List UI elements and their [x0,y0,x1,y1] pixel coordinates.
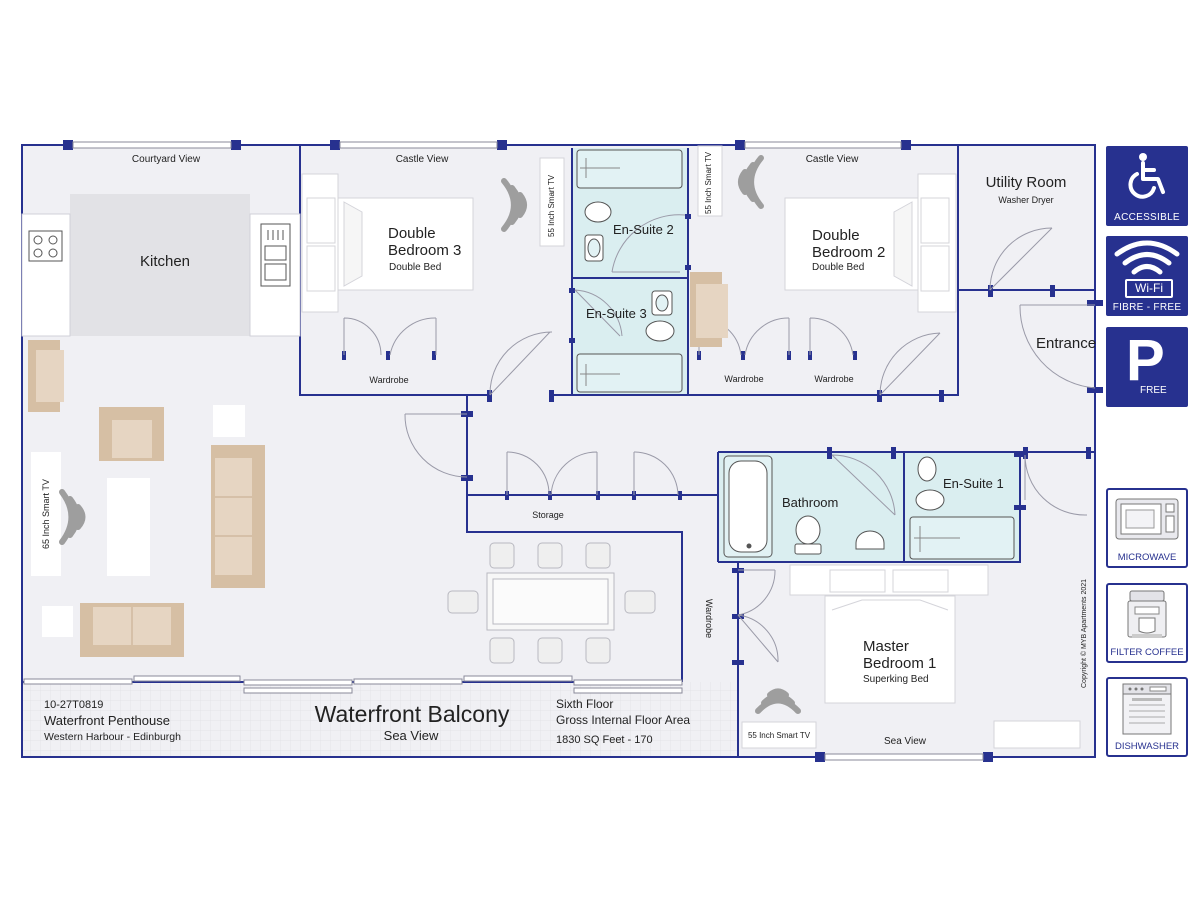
parking-caption: FREE [1140,385,1167,396]
bathroom-fixtures [723,455,1015,560]
ensuite-1-label: En-Suite 1 [943,476,1004,491]
filter-coffee-caption: FILTER COFFEE [1110,647,1184,658]
lounge-furniture [28,340,265,657]
bedroom-3-furniture [301,157,565,313]
floor-area-value: 1830 SQ Feet - 170 [556,734,653,746]
double-bedroom-3-bed-label: Double Bed [389,262,442,273]
entrance-label: Entrance [1036,335,1097,352]
tv-lounge-label: 65 Inch Smart TV [41,479,51,549]
balcony-label: Waterfront Balcony [314,701,510,727]
wifi-caption: FIBRE - FREE [1112,302,1182,313]
dining-table [447,542,656,664]
sea-view-label: Sea View [883,736,927,747]
double-bedroom-3-label: Double Bedroom 3 [388,225,462,260]
dishwasher-icon [1122,683,1172,735]
dishwasher-caption: DISHWASHER [1114,741,1180,752]
storage-label: Storage [532,510,564,520]
castle-view-left-label: Castle View [395,154,449,165]
kitchen-label: Kitchen [139,253,191,270]
signal-icon [59,155,801,714]
master-bed-label: Superking Bed [863,674,929,685]
floor-area-label: Gross Internal Floor Area [556,713,691,727]
wardrobe-label-bedroom-2-a: Wardrobe [724,374,764,384]
dishwasher-amenity: DISHWASHER [1106,677,1188,757]
double-bedroom-2-bed-label: Double Bed [812,262,865,273]
coffee-machine-icon [1127,590,1167,638]
accessible-caption: ACCESSIBLE [1114,212,1180,223]
master-bedroom-label: Master Bedroom 1 [863,638,937,673]
master-bedroom-furniture [741,564,1081,749]
floor-label: Sixth Floor [556,697,614,711]
wifi-badge: Wi-Fi FIBRE - FREE [1106,236,1188,316]
microwave-amenity: MICROWAVE [1106,488,1188,568]
accessible-badge: ACCESSIBLE [1106,146,1188,226]
microwave-icon [1115,498,1179,540]
washer-dryer-label: Washer Dryer [998,195,1054,205]
bedroom-2-furniture [690,173,957,347]
wardrobe-label-bedroom-3: Wardrobe [369,375,409,385]
castle-view-right-label: Castle View [805,154,859,165]
property-ref: 10-27T0819 [44,699,104,711]
ensuite-2-label: En-Suite 2 [613,222,674,237]
tv-bedroom-3-label: 55 Inch Smart TV [547,174,556,237]
ensuite-3-label: En-Suite 3 [586,306,647,321]
double-bedroom-2-label: Double Bedroom 2 [812,227,886,262]
kitchen-units [21,194,301,337]
parking-badge: P FREE [1106,327,1188,407]
wifi-icon [1114,240,1180,275]
wardrobe-posts [342,351,857,500]
parking-icon: P [1126,328,1165,393]
balcony-deck [22,682,738,757]
bathroom-label: Bathroom [782,495,839,510]
copyright-label: Copyright © MYB Apartments 2021 [1081,578,1088,688]
property-location: Western Harbour - Edinburgh [44,731,181,743]
balcony-sea-view-label: Sea View [383,728,439,743]
windows [23,141,984,761]
wardrobe-label-master: Wardrobe [704,599,714,639]
microwave-caption: MICROWAVE [1117,552,1177,563]
property-name: Waterfront Penthouse [44,713,170,728]
wardrobe-label-bedroom-2-b: Wardrobe [814,374,854,384]
ensuite-fixtures [576,145,723,393]
wheelchair-icon [1128,153,1165,199]
tv-master-label: 55 Inch Smart TV [747,731,811,740]
filter-coffee-amenity: FILTER COFFEE [1106,583,1188,663]
tv-bedroom-2-label: 55 Inch Smart TV [704,151,713,214]
courtyard-view-label: Courtyard View [131,154,201,165]
wifi-word: Wi-Fi [1125,279,1173,298]
utility-room-label: Utility Room [985,174,1067,191]
